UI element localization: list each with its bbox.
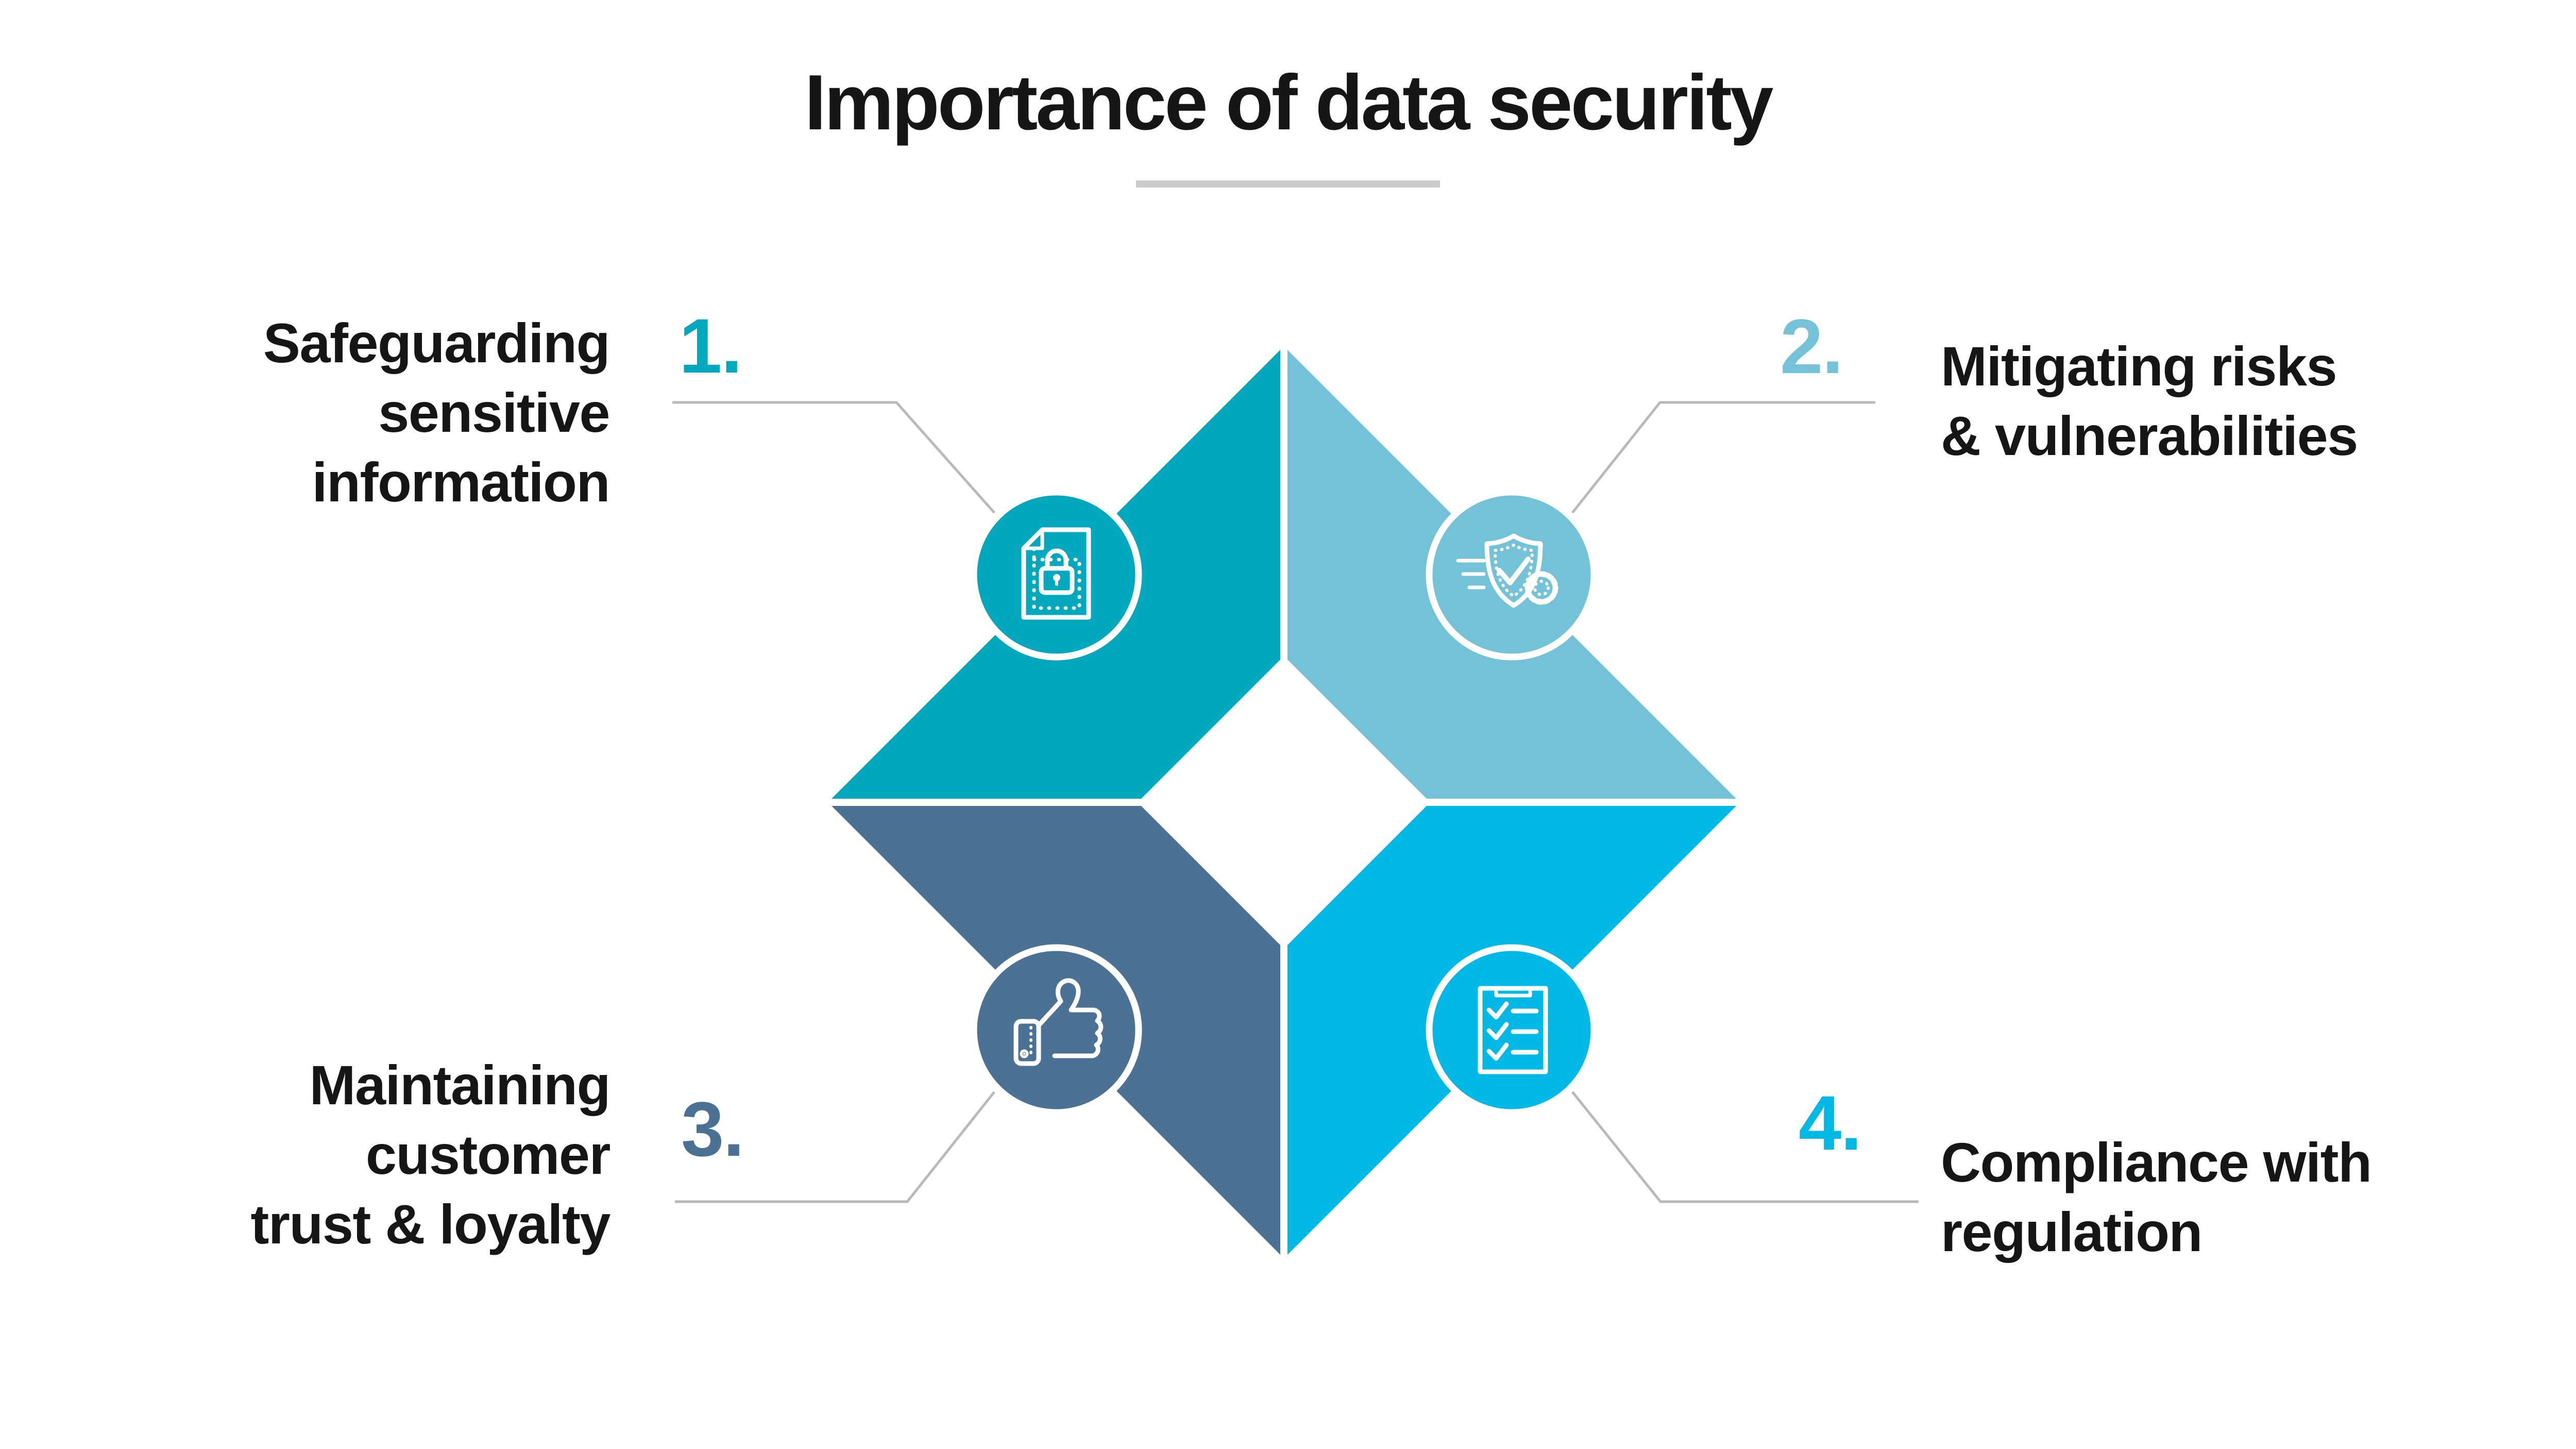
item-1-label: Safeguarding sensitive information: [197, 308, 611, 517]
item-4-label: Compliance with regulation: [1941, 1127, 2559, 1267]
document-lock-icon: [1021, 527, 1091, 620]
item-3-label: Maintaining customer trust & loyalty: [198, 1050, 611, 1259]
item-1-connector-line: [672, 401, 995, 514]
item-2-circle: [1426, 488, 1598, 661]
item-1-label-line-3: information: [312, 451, 611, 513]
item-2-number: 2.: [1780, 303, 1843, 390]
item-3-circle: [970, 944, 1142, 1116]
item-3-label-line-2: customer: [365, 1123, 611, 1186]
item-2-label-line-2: & vulnerabilities: [1941, 405, 2358, 467]
thumbs-up-icon: [1013, 978, 1104, 1066]
item-2-connector-line: [1571, 401, 1875, 514]
item-3-number: 3.: [681, 1086, 744, 1172]
item-3-connector-line: [675, 1091, 995, 1203]
item-4-connector-line: [1571, 1091, 1919, 1203]
title-divider: [1136, 180, 1440, 188]
item-4-label-line-2: regulation: [1941, 1201, 2203, 1263]
item-3-label-line-3: trust & loyalty: [250, 1193, 611, 1255]
shield-check-gear-icon: [1456, 533, 1558, 608]
item-1-label-line-2: sensitive: [378, 381, 610, 444]
item-3-label-line-1: Maintaining: [309, 1054, 611, 1116]
item-2-label: Mitigating risks & vulnerabilities: [1941, 331, 2559, 470]
item-2-label-line-1: Mitigating risks: [1941, 335, 2337, 397]
item-4-number: 4.: [1799, 1080, 1862, 1166]
page-title: Importance of data security: [804, 59, 1774, 146]
item-1-number: 1.: [679, 302, 742, 389]
item-4-label-line-1: Compliance with: [1941, 1131, 2372, 1193]
item-1-label-line-1: Safeguarding: [263, 312, 611, 374]
checklist-clipboard-icon: [1478, 986, 1548, 1074]
